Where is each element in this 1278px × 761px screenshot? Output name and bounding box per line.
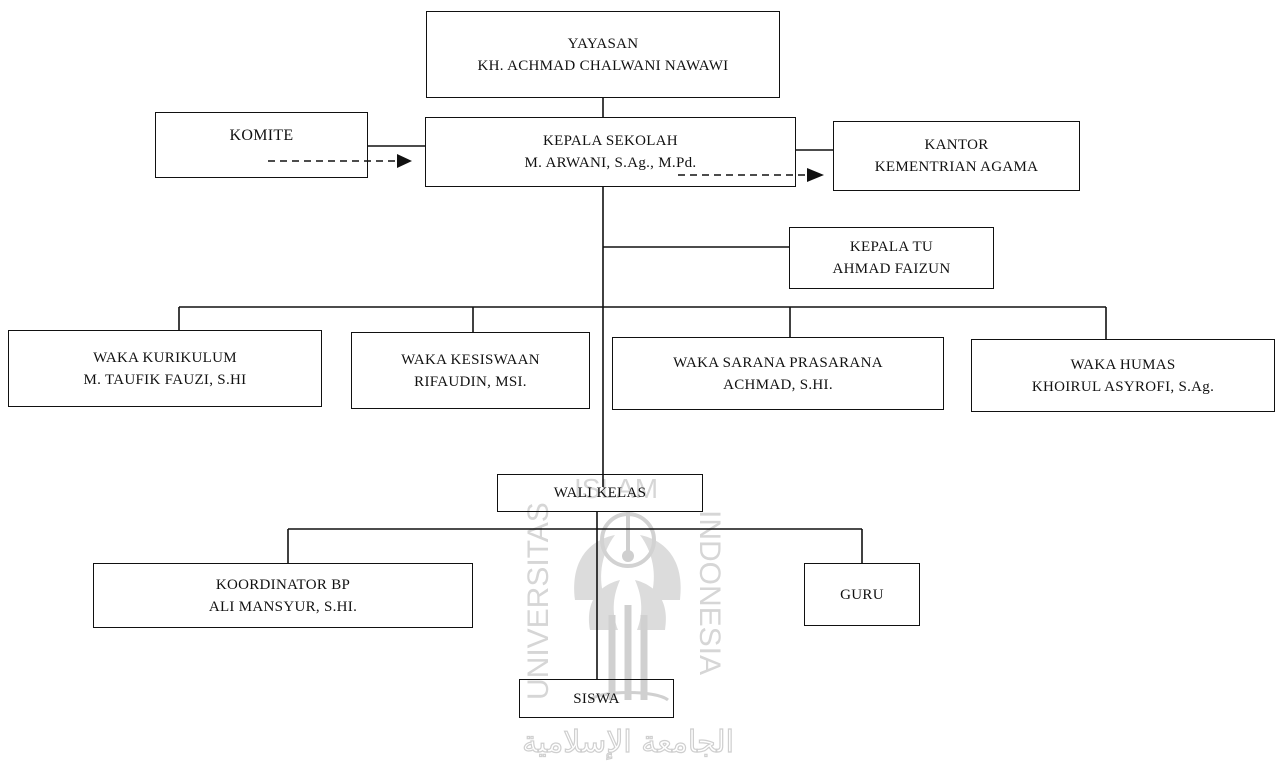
yayasan-name: KH. ACHMAD CHALWANI NAWAWI: [477, 57, 729, 74]
arrowhead-kantor: [807, 168, 824, 182]
waka-kurikulum-name: M. TAUFIK FAUZI, S.HI: [83, 371, 247, 388]
komite-title: KOMITE: [229, 127, 294, 144]
waka-kesiswaan-box: WAKA KESISWAAN RIFAUDIN, MSI.: [351, 332, 590, 409]
waka-kurikulum-box: WAKA KURIKULUM M. TAUFIK FAUZI, S.HI: [8, 330, 322, 407]
siswa-box: SISWA: [519, 679, 674, 718]
kepala-sekolah-box: KEPALA SEKOLAH M. ARWANI, S.Ag., M.Pd.: [425, 117, 796, 187]
watermark-left-text: UNIVERSITAS: [522, 502, 555, 700]
waka-sarpras-title: WAKA SARANA PRASARANA: [673, 354, 883, 371]
siswa-title: SISWA: [573, 690, 620, 707]
waka-sarpras-name: ACHMAD, S.HI.: [723, 376, 833, 393]
koordinator-bp-box: KOORDINATOR BP ALI MANSYUR, S.HI.: [93, 563, 473, 628]
kepala-tu-box: KEPALA TU AHMAD FAIZUN: [789, 227, 994, 289]
watermark-arabic-text: الجامعة الإسلامية: [522, 725, 734, 760]
kepala-tu-title: KEPALA TU: [849, 239, 934, 255]
waka-humas-name: KHOIRUL ASYROFI, S.Ag.: [1031, 378, 1215, 395]
watermark-top-text: ISLAM: [574, 473, 658, 504]
koordinator-bp-title: KOORDINATOR BP: [215, 576, 351, 593]
kantor-kemenag-box: KANTOR KEMENTRIAN AGAMA: [833, 121, 1080, 191]
waka-kurikulum-title: WAKA KURIKULUM: [93, 349, 237, 366]
koordinator-bp-name: ALI MANSYUR, S.HI.: [208, 598, 358, 615]
watermark-right-text: INDONESIA: [693, 510, 726, 675]
kepala-tu-name: AHMAD FAIZUN: [832, 261, 951, 277]
komite-box: KOMITE: [155, 112, 368, 178]
waka-kesiswaan-title: WAKA KESISWAAN: [401, 351, 540, 368]
waka-sarpras-box: WAKA SARANA PRASARANA ACHMAD, S.HI.: [612, 337, 944, 410]
kepala-sekolah-title: KEPALA SEKOLAH: [543, 133, 678, 149]
yayasan-box: YAYASAN KH. ACHMAD CHALWANI NAWAWI: [426, 11, 780, 98]
guru-title: GURU: [840, 587, 884, 603]
yayasan-title: YAYASAN: [567, 35, 639, 52]
watermark-emblem: [574, 512, 681, 702]
kantor-name: KEMENTRIAN AGAMA: [874, 159, 1039, 175]
kantor-title: KANTOR: [924, 137, 989, 153]
wali-kelas-title: WALI KELAS: [553, 485, 647, 501]
wali-kelas-box: WALI KELAS: [497, 474, 703, 512]
waka-humas-box: WAKA HUMAS KHOIRUL ASYROFI, S.Ag.: [971, 339, 1275, 412]
arrowhead-komite: [397, 154, 412, 168]
waka-kesiswaan-name: RIFAUDIN, MSI.: [414, 373, 527, 390]
waka-humas-title: WAKA HUMAS: [1070, 356, 1176, 373]
guru-box: GURU: [804, 563, 920, 626]
kepala-sekolah-name: M. ARWANI, S.Ag., M.Pd.: [524, 155, 697, 171]
